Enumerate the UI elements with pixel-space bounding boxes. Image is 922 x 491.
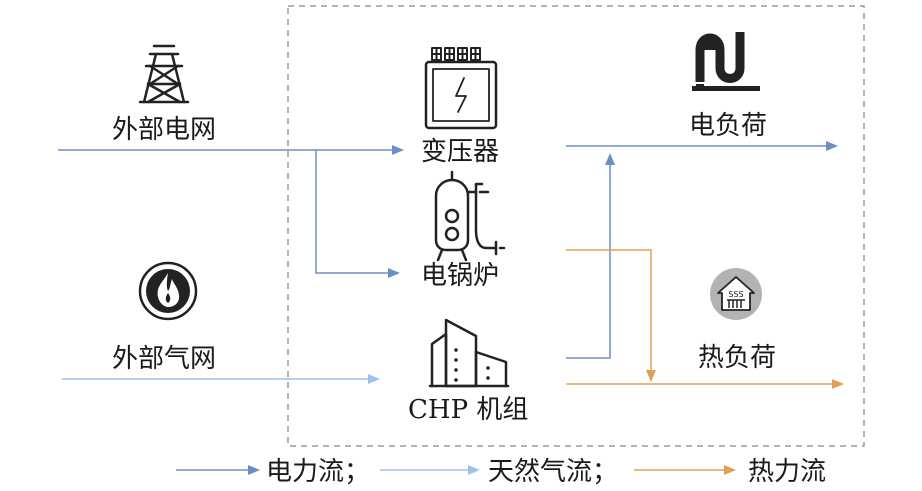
legend-heat-label: 热力流 [748, 457, 826, 487]
grid-label: 外部电网 [112, 115, 216, 145]
boiler-to-heat-load-line [566, 249, 656, 382]
house-heat-icon: SSS [710, 268, 762, 320]
chp-to-elec-bus-line [566, 153, 615, 359]
heat-load-label: 热负荷 [698, 343, 776, 373]
gas-label: 外部气网 [112, 344, 216, 374]
flame-icon [138, 261, 198, 321]
transformer-label: 变压器 [421, 137, 499, 167]
transformer-icon [424, 47, 498, 130]
electric-load-icon [692, 32, 760, 91]
chp-label: CHP 机组 [408, 395, 528, 425]
legend-gas-label: 天然气流； [488, 457, 618, 487]
chp-building-icon [428, 318, 510, 388]
electric-boiler-icon [434, 170, 506, 262]
power-tower-icon [138, 44, 190, 104]
grid-to-boiler-line [315, 150, 400, 278]
system-boundary [287, 5, 865, 447]
electric-flows [58, 141, 838, 359]
legend-electric-label: 电力流； [266, 457, 370, 487]
heat-symbol-text: SSS [728, 290, 743, 299]
legend: 电力流； 天然气流； 热力流 [176, 457, 826, 487]
boiler-label: 电锅炉 [421, 261, 499, 291]
elec-load-label: 电负荷 [689, 111, 767, 141]
heat-flows [566, 249, 844, 389]
